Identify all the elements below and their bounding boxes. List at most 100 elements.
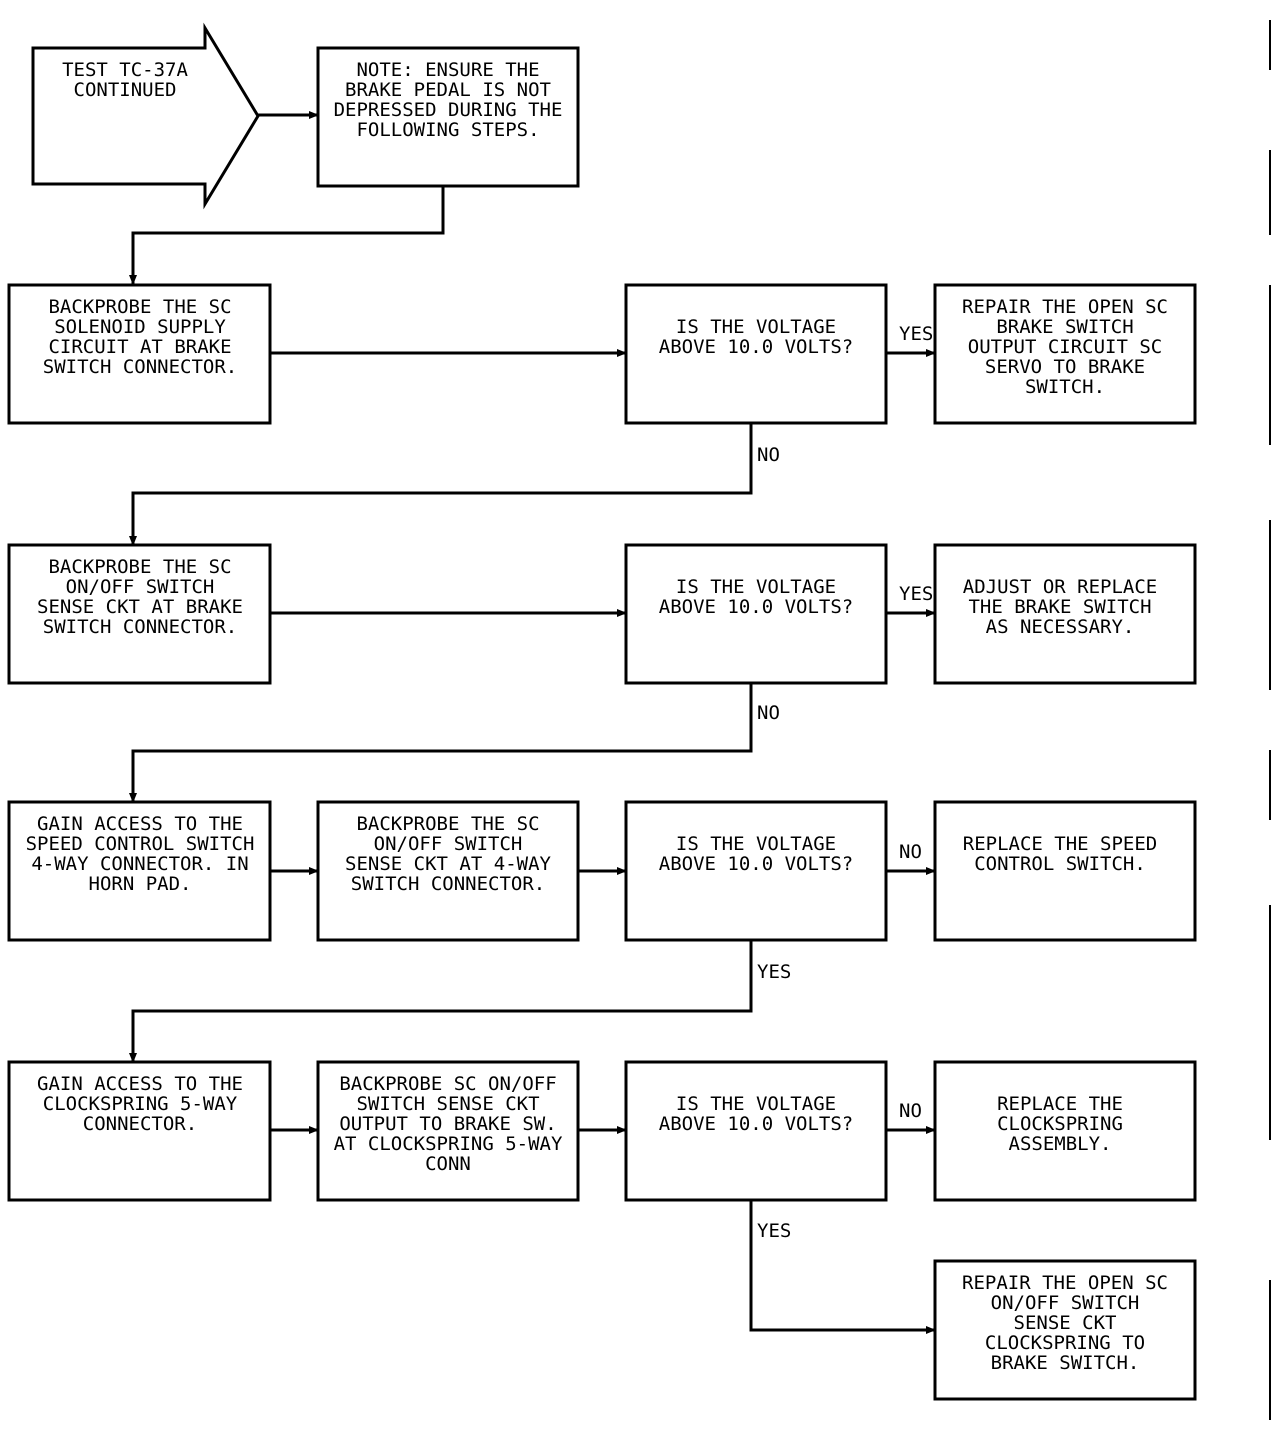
label-line: ON/OFF SWITCH [66,576,215,598]
label-line: FOLLOWING STEPS. [356,119,539,141]
edge-label-q2-yes: YES [899,583,933,605]
label-line: CONTINUED [74,79,177,101]
start-arrow-shape [31,22,260,210]
step3b-box [316,800,580,942]
label-line: GAIN ACCESS TO THE [37,1073,243,1095]
label-line: BACKPROBE SC ON/OFF [339,1073,556,1095]
label-line: SWITCH CONNECTOR. [43,616,237,638]
r4-box [933,1060,1197,1202]
step4a-box [7,1060,272,1202]
note-box [316,46,580,188]
connector-q4-yes [749,1200,936,1334]
label-line: CLOCKSPRING 5-WAY [43,1093,238,1115]
q1-box [624,283,888,425]
label-line: SERVO TO BRAKE [985,356,1145,378]
step1-box [7,283,272,425]
label-line: SOLENOID SUPPLY [54,316,226,338]
label-line: CONNECTOR. [83,1113,197,1135]
label-line: ADJUST OR REPLACE [963,576,1157,598]
label-line: ABOVE 10.0 VOLTS? [659,336,853,358]
label-line: SENSE CKT [1014,1312,1117,1334]
label-line: ABOVE 10.0 VOLTS? [659,596,853,618]
label-line: THE BRAKE SWITCH [968,596,1151,618]
edge-label-q3-no: NO [899,841,922,863]
label-line: BACKPROBE THE SC [356,813,539,835]
connector-q3-yes [129,940,753,1063]
label-line: BRAKE SWITCH. [991,1352,1140,1374]
label-line: SWITCH CONNECTOR. [43,356,237,378]
edge-label-q3-yes: YES [757,961,791,983]
label-line: IS THE VOLTAGE [676,316,836,338]
connector-q1-no [129,423,753,546]
label-line: CLOCKSPRING [997,1113,1123,1135]
r2-box [933,543,1197,685]
edge-label-q4-yes: YES [757,1220,791,1242]
label-line: REPAIR THE OPEN SC [962,1272,1168,1294]
edge-label-q4-no: NO [899,1100,922,1122]
connectors [129,111,936,1334]
label-line: CIRCUIT AT BRAKE [48,336,231,358]
label-line: 4-WAY CONNECTOR. IN [31,853,248,875]
connector-note-step1 [129,186,445,285]
label-line: SENSE CKT AT 4-WAY [345,853,551,875]
label-line: CLOCKSPRING TO [985,1332,1145,1354]
label-line: CONN [425,1153,471,1175]
label-line: HORN PAD. [89,873,192,895]
label-line: OUTPUT CIRCUIT SC [968,336,1162,358]
label-line: NOTE: ENSURE THE [356,59,539,81]
edge-label-q1-no: NO [757,444,780,466]
label-line: BACKPROBE THE SC [48,296,231,318]
label-line: BRAKE PEDAL IS NOT [345,79,551,101]
label-line: AT CLOCKSPRING 5-WAY [334,1133,563,1155]
label-line: IS THE VOLTAGE [676,833,836,855]
label-line: REPLACE THE [997,1093,1123,1115]
label-line: ON/OFF SWITCH [991,1292,1140,1314]
label-line: REPLACE THE SPEED [963,833,1157,855]
label-line: GAIN ACCESS TO THE [37,813,243,835]
label-line: IS THE VOLTAGE [676,576,836,598]
connector-q2-no [129,683,753,803]
label-line: REPAIR THE OPEN SC [962,296,1168,318]
edge-label-q2-no: NO [757,702,780,724]
edge-labels: YES NO YES NO NO YES NO YES [757,323,933,1242]
label-line: ASSEMBLY. [1009,1133,1112,1155]
label-line: IS THE VOLTAGE [676,1093,836,1115]
label-line: OUTPUT TO BRAKE SW. [339,1113,556,1135]
label-line: BACKPROBE THE SC [48,556,231,578]
label-line: SWITCH CONNECTOR. [351,873,545,895]
label-line: BRAKE SWITCH [996,316,1133,338]
r1-box [933,283,1197,425]
r5-box [933,1259,1197,1401]
label-line: ABOVE 10.0 VOLTS? [659,853,853,875]
label-line: SWITCH. [1025,376,1105,398]
label-line: SENSE CKT AT BRAKE [37,596,243,618]
label-line: SPEED CONTROL SWITCH [26,833,255,855]
step4b-box [316,1060,580,1202]
label-line: SWITCH SENSE CKT [356,1093,539,1115]
label-line: TEST TC-37A [62,59,188,81]
label-line: ABOVE 10.0 VOLTS? [659,1113,853,1135]
label-line: CONTROL SWITCH. [974,853,1146,875]
step2-box [7,543,272,685]
label-line: AS NECESSARY. [986,616,1135,638]
label-line: ON/OFF SWITCH [374,833,523,855]
q2-box [624,543,888,685]
q3-box [624,800,888,942]
q4-box [624,1060,888,1202]
step3a-box [7,800,272,942]
r3-box [933,800,1197,942]
